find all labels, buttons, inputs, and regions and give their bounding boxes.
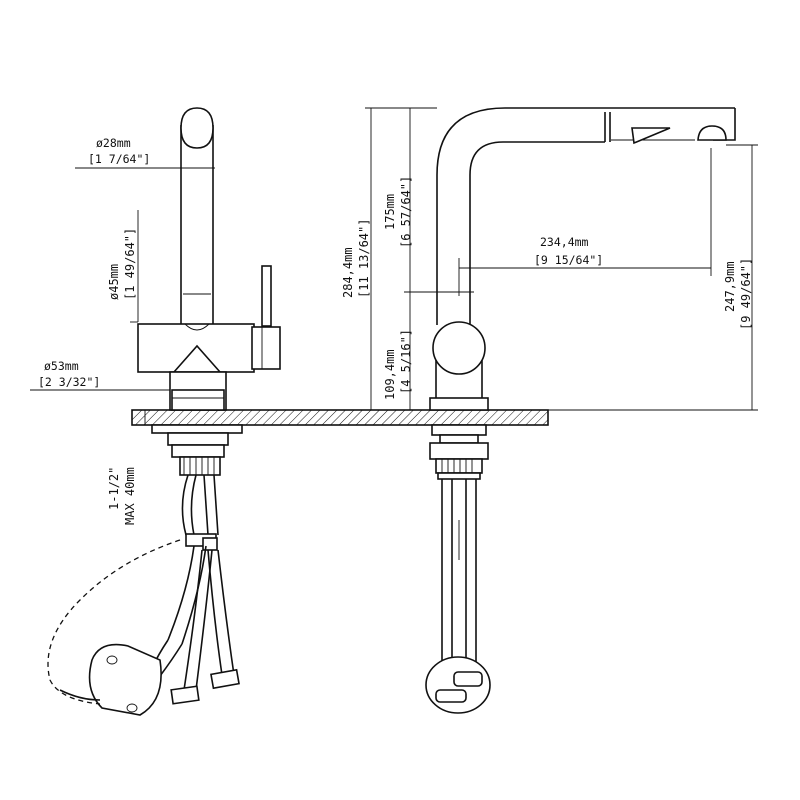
- lower-height-inch-label: [4 5/16"]: [399, 329, 413, 394]
- outlet-height-inch-label: [9 49/64"]: [739, 258, 753, 330]
- spout-diameter-inch-label: [1 7/64"]: [88, 152, 150, 166]
- upper-height-inch-label: [6 57/64"]: [399, 176, 413, 248]
- reach-inch-label: [9 15/64"]: [534, 253, 603, 267]
- lower-height-label: 109,4mm: [383, 349, 397, 400]
- body-diameter-label: ø45mm: [107, 264, 121, 300]
- deck-thickness-label: 1-1/2": [107, 467, 121, 510]
- upper-height-label: 175mm: [383, 194, 397, 230]
- right-faucet-view: [425, 107, 736, 714]
- spout-diameter-label: ø28mm: [96, 136, 131, 150]
- reach-label: 234,4mm: [540, 235, 589, 249]
- countertop: [131, 409, 549, 426]
- total-height-label: 284,4mm: [341, 247, 355, 298]
- outlet-height-label: 247,9mm: [723, 261, 737, 312]
- base-diameter-label: ø53mm: [44, 359, 79, 373]
- base-diameter-inch-label: [2 3/32"]: [38, 375, 100, 389]
- deck-thickness-mm-label: MAX 40mm: [123, 467, 137, 525]
- total-height-inch-label: [11 13/64"]: [357, 219, 371, 298]
- left-faucet-view: [47, 107, 281, 716]
- body-diameter-inch-label: [1 49/64"]: [123, 228, 137, 300]
- dimension-labels: ø28mm [1 7/64"] ø45mm [1 49/64"] ø53mm […: [38, 136, 753, 525]
- dimension-lines: [30, 107, 758, 425]
